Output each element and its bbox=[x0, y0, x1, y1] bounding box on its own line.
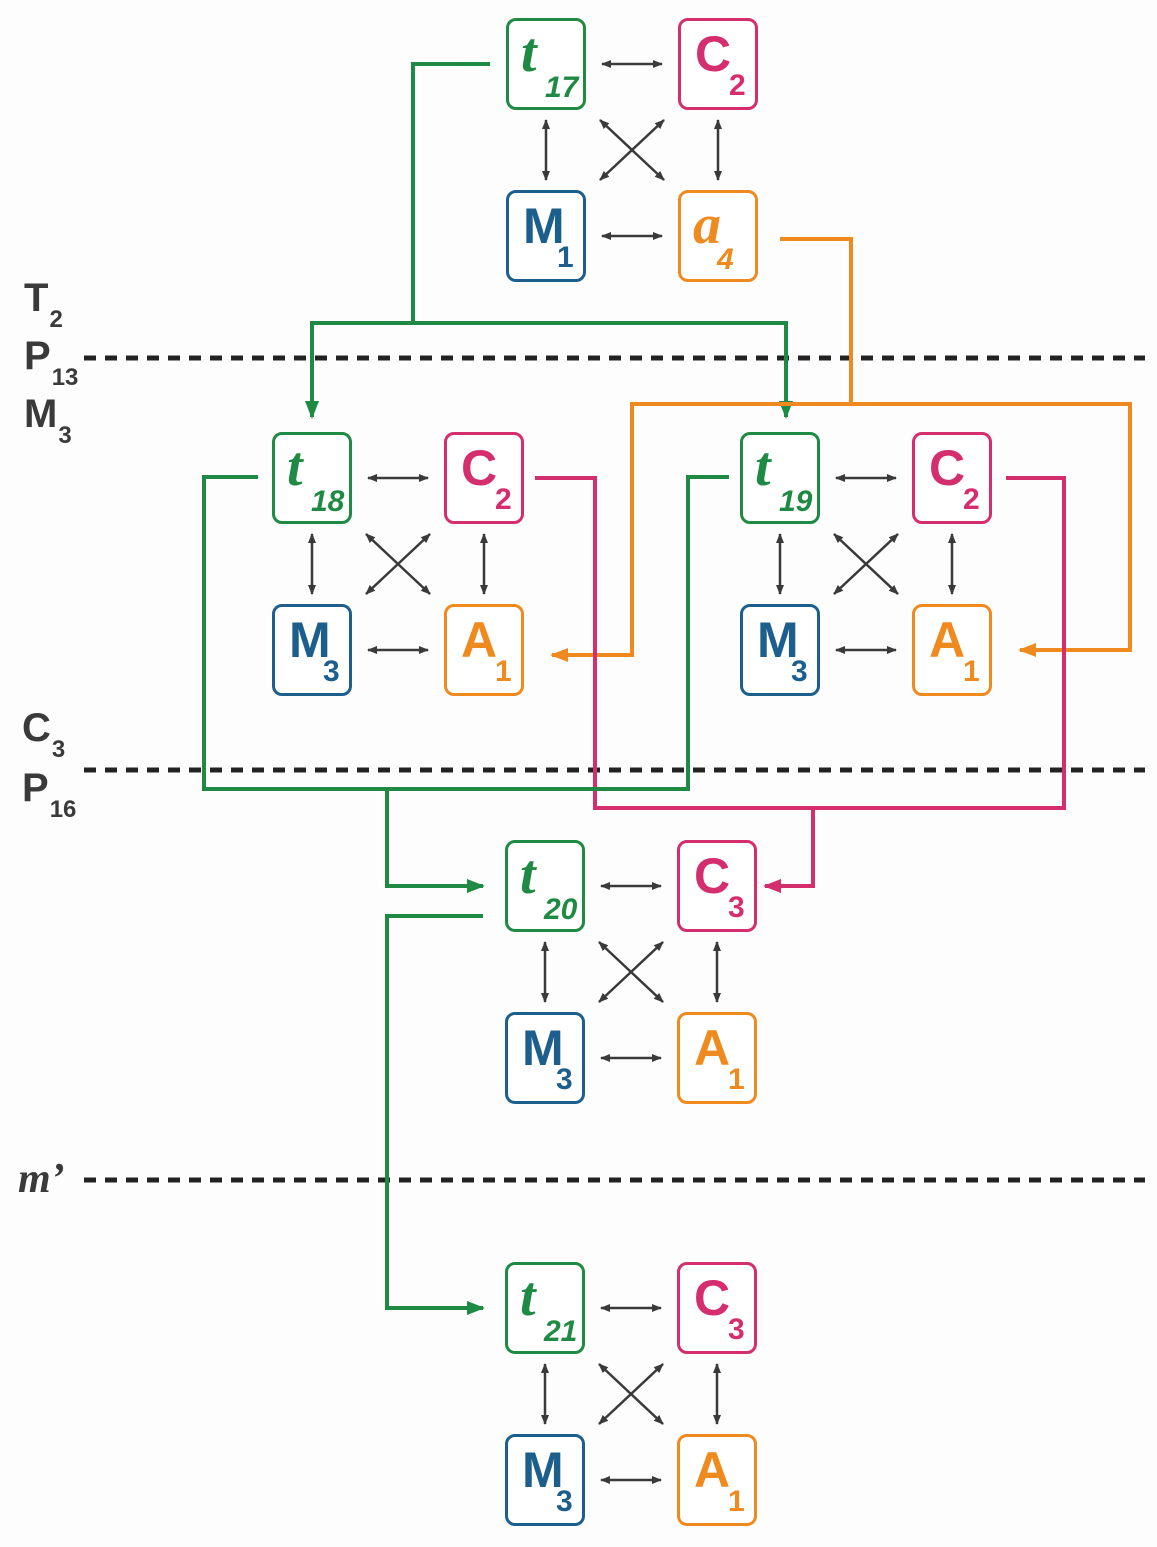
connector-C2-right-to-C3 bbox=[763, 476, 1066, 893]
node-g18-tl-subscript: 18 bbox=[311, 485, 345, 518]
node-g20-br-subscript: 1 bbox=[728, 1063, 745, 1096]
connector-t17-to-t19 bbox=[413, 321, 793, 419]
node-g21-tr-subscript: 3 bbox=[728, 1313, 745, 1346]
node-g17-tl-subscript: 17 bbox=[545, 71, 579, 104]
node-g21-br-subscript: 1 bbox=[728, 1485, 745, 1518]
node-g19-tl-symbol: t bbox=[755, 436, 771, 498]
connector-a4-split bbox=[780, 237, 853, 404]
node-g20-br-symbol: A bbox=[694, 1020, 731, 1076]
label-P16-main: P bbox=[22, 766, 49, 810]
node-g18-br-symbol: A bbox=[461, 612, 498, 668]
arrow-g17-diag-up bbox=[599, 119, 665, 181]
node-g17-bl-subscript: 1 bbox=[557, 241, 574, 274]
node-g20-bl-symbol: M bbox=[522, 1020, 564, 1076]
label-C3-main: C bbox=[22, 706, 51, 750]
node-g17-tr-symbol: C bbox=[695, 26, 732, 82]
node-g17-tr-subscript: 2 bbox=[729, 69, 746, 102]
label-P13: P13 bbox=[24, 334, 78, 390]
node-g19-tr-subscript: 2 bbox=[963, 483, 980, 516]
node-g21-bl-subscript: 3 bbox=[556, 1485, 573, 1518]
node-g17-br-symbol: a bbox=[693, 194, 721, 256]
node-g21-tl-symbol: t bbox=[520, 1266, 536, 1328]
node-g17-tl-symbol: t bbox=[521, 22, 537, 84]
connector-t18-to-t20 bbox=[202, 475, 387, 791]
arrow-g19-diag-up bbox=[833, 533, 899, 595]
node-g19-bl-subscript: 3 bbox=[791, 655, 808, 688]
label-M3-sub: 3 bbox=[58, 422, 72, 449]
node-g19-tr-symbol: C bbox=[929, 440, 966, 496]
label-T2-main: T bbox=[24, 276, 49, 320]
node-g21-br-symbol: A bbox=[694, 1442, 731, 1498]
label-M3: M3 bbox=[24, 392, 72, 448]
node-g20-tr-subscript: 3 bbox=[728, 891, 745, 924]
label-m-prime-main: m’ bbox=[18, 1156, 65, 1202]
connector-t20-to-t21 bbox=[385, 914, 485, 1315]
label-T2: T2 bbox=[24, 276, 63, 332]
connector-t17-split bbox=[411, 62, 490, 323]
node-g21-bl-symbol: M bbox=[522, 1442, 564, 1498]
node-g17-bl-symbol: M bbox=[523, 198, 565, 254]
node-g18-tl-symbol: t bbox=[287, 436, 303, 498]
label-P13-main: P bbox=[24, 334, 51, 378]
node-g18-tr-symbol: C bbox=[461, 440, 498, 496]
node-g17-br-subscript: 4 bbox=[717, 243, 734, 276]
node-g19-bl-symbol: M bbox=[757, 612, 799, 668]
label-P13-sub: 13 bbox=[51, 364, 79, 391]
connector-C2-left-to-C3 bbox=[535, 476, 813, 810]
node-g21-tl-subscript: 21 bbox=[544, 1315, 578, 1348]
node-g20-tr-symbol: C bbox=[694, 848, 731, 904]
label-T2-sub: 2 bbox=[49, 306, 63, 333]
connector-a4-to-A1-left bbox=[550, 402, 851, 662]
label-P16: P16 bbox=[22, 766, 76, 822]
connector-t17-to-t18 bbox=[305, 321, 413, 419]
node-g20-tl-symbol: t bbox=[520, 844, 536, 906]
node-g19-tl-subscript: 19 bbox=[779, 485, 813, 518]
node-g18-br-subscript: 1 bbox=[495, 655, 512, 688]
node-g20-bl-subscript: 3 bbox=[556, 1063, 573, 1096]
node-g19-br-subscript: 1 bbox=[963, 655, 980, 688]
label-m-prime: m’ bbox=[18, 1158, 65, 1200]
connector-a4-to-A1-right bbox=[851, 402, 1132, 657]
label-C3: C3 bbox=[22, 706, 65, 762]
arrow-g21-diag-up bbox=[598, 1363, 664, 1425]
arrow-g18-diag-up bbox=[365, 533, 431, 595]
node-g18-bl-symbol: M bbox=[289, 612, 331, 668]
node-g18-tr-subscript: 2 bbox=[495, 483, 512, 516]
label-M3-main: M bbox=[24, 392, 58, 436]
label-P16-sub: 16 bbox=[49, 796, 77, 823]
node-g21-tr-symbol: C bbox=[694, 1270, 731, 1326]
arrow-g20-diag-up bbox=[598, 941, 664, 1003]
node-g18-bl-subscript: 3 bbox=[323, 655, 340, 688]
group-internal-arrows bbox=[308, 60, 956, 1484]
node-g19-br-symbol: A bbox=[929, 612, 966, 668]
connector-t19-to-t20 bbox=[385, 475, 729, 893]
node-g20-tl-subscript: 20 bbox=[544, 893, 578, 926]
label-C3-sub: 3 bbox=[51, 736, 66, 763]
